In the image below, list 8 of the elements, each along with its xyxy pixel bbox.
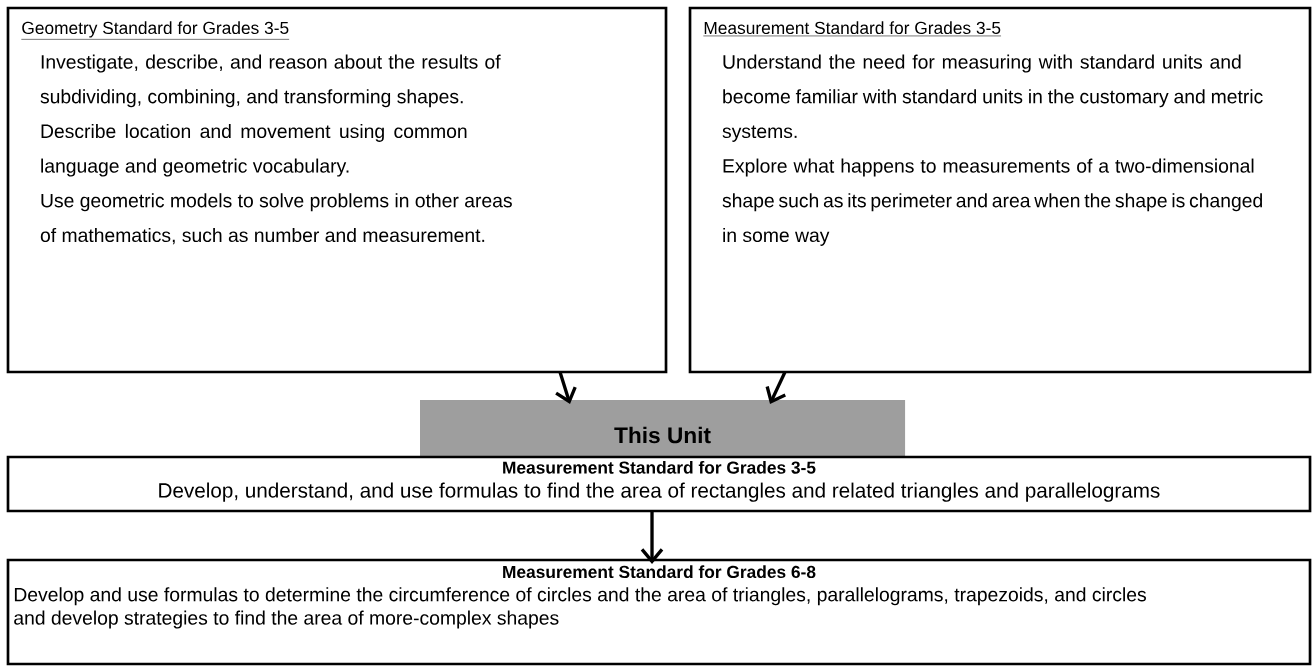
standard-box: Measurement Standard for Grades 3-5 Understand the need for measuring with standard units and become familiar with standard units in the customary and metric systems. Explore what happens to measurements of a two-dimensional shape such as its perimeter and area when the shape is changed in some way	[688, 6, 1312, 374]
arrow	[555, 371, 577, 404]
standard-box: Geometry Standard for Grades 3-5 Investigate, describe, and reason about the results of subdividing, combining, and transforming shapes. Describe location and movement using common language and geometric vocabulary. Use geometric models to solve problems in other areas of mathematics, such as number and measurement.	[6, 6, 668, 374]
standard-box: Measurement Standard for Grades 6-8 Develop and use formulas to determine the circumference of circles and the area of triangles, parallelograms, trapezoids, and circles and develop strategies to find the area of more-complex shapes	[6, 558, 1312, 666]
arrow	[640, 511, 664, 564]
unit-box: Measurement Standard for Grades 3-5 Develop, understand, and use formulas to find the area of rectangles and related triangles and parallelograms	[6, 455, 1312, 513]
arrow	[765, 371, 787, 404]
unit-banner: This Unit	[420, 400, 906, 458]
